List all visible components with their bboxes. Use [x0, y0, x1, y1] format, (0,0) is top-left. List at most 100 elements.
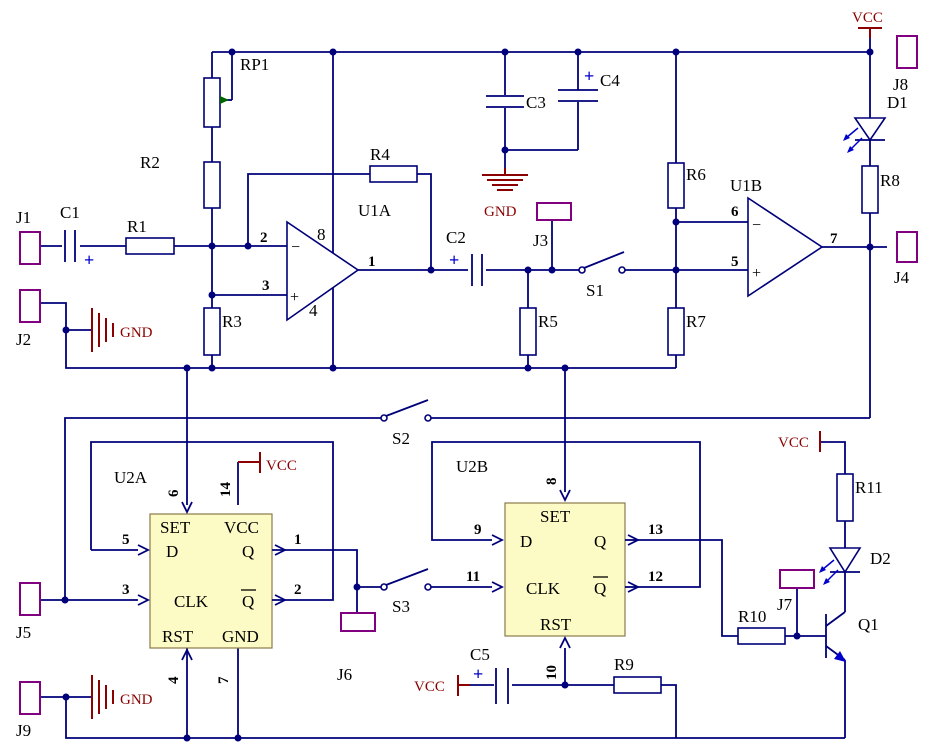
pin-u2a-1: 1 — [294, 532, 302, 548]
opamp-u1b: − + — [747, 196, 824, 298]
connector-j9 — [19, 681, 41, 715]
label-r7: R7 — [686, 312, 706, 331]
label-s2: S2 — [392, 429, 410, 448]
connector-j4 — [896, 231, 918, 263]
label-j8: J8 — [893, 75, 908, 94]
svg-text:+: + — [290, 289, 299, 306]
flipflop-u2b — [491, 489, 641, 649]
label-j2: J2 — [16, 330, 31, 349]
u2b-rst-label: RST — [540, 615, 572, 634]
u2b-q-label: Q — [594, 532, 606, 551]
pin-u2b-12: 12 — [648, 569, 663, 585]
u2b-d-label: D — [520, 532, 532, 551]
label-rp1: RP1 — [240, 55, 269, 74]
connector-j8 — [896, 35, 918, 69]
resistor-r4 — [369, 165, 418, 183]
pin-u2b-13: 13 — [648, 522, 663, 538]
label-s1: S1 — [586, 281, 604, 300]
svg-text:+: + — [584, 66, 594, 86]
label-j5: J5 — [16, 623, 31, 642]
label-r1: R1 — [127, 217, 147, 236]
label-u2a: U2A — [114, 468, 148, 487]
connector-j7 — [779, 569, 815, 589]
gnd-symbol-j9 — [91, 675, 114, 719]
resistor-r9 — [613, 676, 662, 694]
label-u1a: U1A — [358, 201, 392, 220]
gnd-symbol-top — [482, 168, 528, 191]
connector-j2 — [19, 289, 41, 323]
u2a-gnd-label: GND — [222, 627, 259, 646]
label-u1b: U1B — [730, 176, 762, 195]
label-c3: C3 — [526, 93, 546, 112]
label-j1: J1 — [16, 208, 31, 227]
gnd-label-j2: GND — [120, 325, 153, 341]
pin-u2a-7: 7 — [216, 676, 232, 684]
label-r5: R5 — [538, 312, 558, 331]
resistor-r10 — [737, 627, 786, 645]
capacitor-c1: + — [64, 230, 94, 270]
u2a-rst-label: RST — [162, 627, 194, 646]
label-j6: J6 — [337, 665, 352, 684]
svg-text:+: + — [84, 250, 94, 270]
connector-j3 — [536, 202, 572, 221]
pin-u1a-8: 8 — [317, 225, 326, 244]
label-r3: R3 — [222, 312, 242, 331]
vcc-label-r11: VCC — [778, 435, 809, 451]
pin-u2a-2: 2 — [294, 582, 302, 598]
label-q1: Q1 — [858, 615, 879, 634]
capacitor-c3 — [486, 95, 524, 108]
svg-text:−: − — [752, 217, 761, 234]
vcc-symbol-c5 — [457, 675, 470, 696]
vcc-label-u2a: VCC — [266, 458, 297, 474]
pin-u2b-11: 11 — [466, 569, 480, 585]
svg-text:+: + — [752, 265, 761, 282]
wires — [40, 28, 887, 739]
label-r9: R9 — [614, 655, 634, 674]
capacitor-c2: + — [449, 250, 483, 286]
vcc-label-c5: VCC — [414, 679, 445, 695]
led-d1 — [843, 117, 887, 153]
label-j9: J9 — [16, 721, 31, 740]
vcc-label-top: VCC — [852, 10, 883, 26]
capacitor-c5: + — [473, 664, 509, 704]
pin-u2a-3: 3 — [122, 582, 130, 598]
pin-u1b-6: 6 — [731, 204, 739, 220]
svg-text:+: + — [473, 664, 483, 684]
label-r10: R10 — [738, 607, 766, 626]
vcc-symbol-top — [858, 27, 882, 38]
u2b-set-label: SET — [540, 507, 571, 526]
label-s3: S3 — [392, 597, 410, 616]
led-d2 — [819, 547, 862, 585]
pin-u1a-3: 3 — [262, 278, 270, 294]
connector-j1 — [19, 231, 41, 265]
resistor-r2 — [203, 161, 221, 209]
svg-text:+: + — [449, 250, 459, 270]
label-r6: R6 — [686, 165, 706, 184]
pin-u1a-2: 2 — [260, 230, 268, 246]
pin-u2b-9: 9 — [474, 522, 482, 538]
gnd-symbol-j2 — [91, 308, 114, 352]
label-r2: R2 — [140, 153, 160, 172]
label-r11: R11 — [855, 478, 883, 497]
label-r8: R8 — [880, 171, 900, 190]
switch-s1 — [578, 251, 626, 274]
u2a-clk-label: CLK — [174, 592, 209, 611]
label-c2: C2 — [446, 228, 466, 247]
svg-text:−: − — [291, 239, 300, 256]
resistor-r11 — [836, 473, 854, 522]
u2b-qbar-label: Q — [594, 579, 606, 598]
u2a-vcc-label: VCC — [224, 518, 259, 537]
capacitor-c4: + — [558, 66, 598, 102]
vcc-symbol-u2a — [238, 452, 261, 473]
gnd-label-top: GND — [484, 204, 517, 220]
label-d2: D2 — [870, 549, 891, 568]
label-j4: J4 — [894, 268, 910, 287]
u2a-qbar-label: Q — [242, 592, 254, 611]
label-c5: C5 — [470, 645, 490, 664]
label-d1: D1 — [887, 93, 908, 112]
switch-s2 — [380, 399, 432, 422]
opamp-u1a: − + — [286, 220, 360, 322]
resistor-r8 — [861, 165, 879, 214]
label-c1: C1 — [60, 203, 80, 222]
